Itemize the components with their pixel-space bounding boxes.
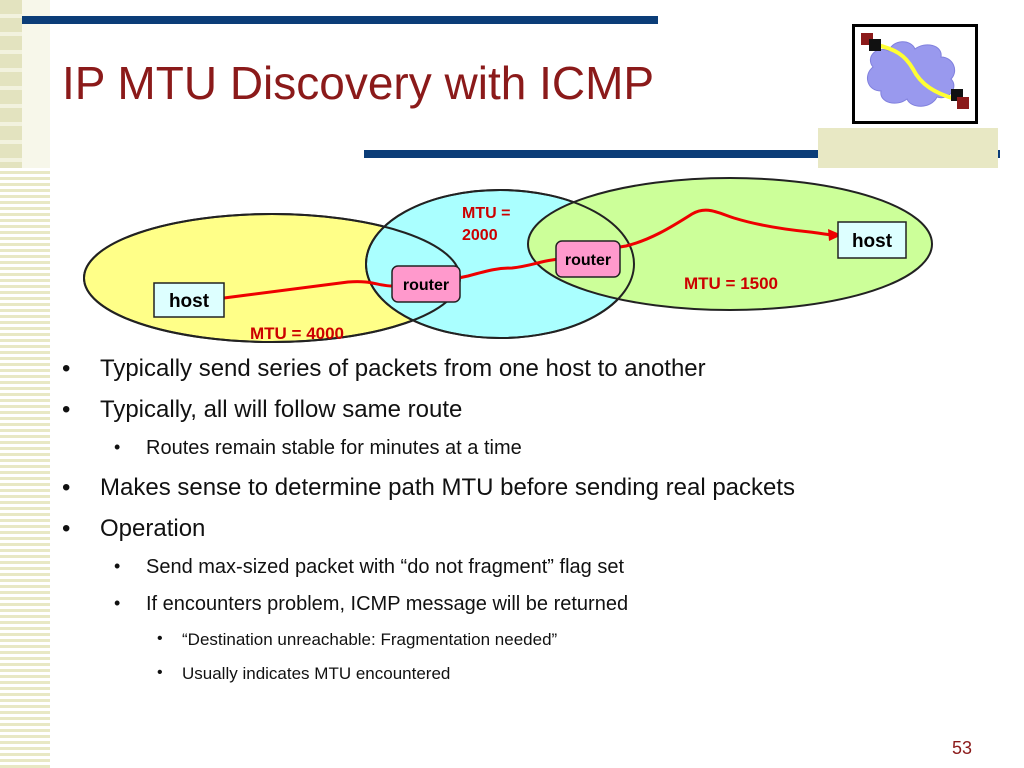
bullet-marker: • xyxy=(62,355,71,382)
mtu-left-label: MTU = 4000 xyxy=(250,324,344,343)
decorative-tan-block xyxy=(818,128,998,168)
sub-bullet-item: • If encounters problem, ICMP message wil… xyxy=(62,593,1012,616)
host-right-label: host xyxy=(852,231,893,252)
router-right-box xyxy=(555,240,621,278)
bullet-item: • Makes sense to determine path MTU befor… xyxy=(62,474,1012,502)
bullet-marker: • xyxy=(157,664,163,681)
bullet-marker: • xyxy=(114,593,121,613)
sub-sub-bullet-item: • “Destination unreachable: Fragmentation… xyxy=(62,630,1012,650)
top-rule xyxy=(22,16,658,24)
host-right-box xyxy=(837,221,907,259)
bullet-marker: • xyxy=(157,630,163,647)
router-left-label: router xyxy=(403,277,449,294)
router-right-label: router xyxy=(565,252,611,269)
bullet-item: • Typically, all will follow same route xyxy=(62,396,1012,424)
bullet-text: Send max-sized packet with “do not fragm… xyxy=(146,556,625,578)
title-underline-rule xyxy=(364,150,1000,158)
path-arrowhead xyxy=(828,229,842,241)
host-left-label: host xyxy=(169,291,210,312)
bullet-marker: • xyxy=(62,396,71,423)
slide-title: IP MTU Discovery with ICMP xyxy=(62,57,655,109)
bullet-text: Makes sense to determine path MTU before… xyxy=(100,474,796,501)
network-right xyxy=(527,177,933,311)
sub-sub-bullet-item: • Usually indicates MTU encountered xyxy=(62,664,1012,684)
network-diagram: host host router router MTU = 4000 MTU =… xyxy=(83,177,933,343)
bullet-text: Typically send series of packets from on… xyxy=(100,355,706,382)
bullet-list: • Typically send series of packets from o… xyxy=(62,355,1012,698)
page-number: 53 xyxy=(951,738,972,758)
bullet-text: Typically, all will follow same route xyxy=(100,396,463,423)
sub-bullet-item: • Routes remain stable for minutes at a t… xyxy=(62,437,1012,460)
bullet-marker: • xyxy=(114,437,121,457)
bullet-text: “Destination unreachable: Fragmentation … xyxy=(182,630,558,649)
bullet-marker: • xyxy=(62,474,71,501)
mtu-right-label: MTU = 1500 xyxy=(684,274,778,293)
router-left-box xyxy=(391,265,461,303)
bullet-text: Usually indicates MTU encountered xyxy=(182,664,451,683)
bullet-text: Operation xyxy=(100,515,206,542)
bullet-text: If encounters problem, ICMP message will… xyxy=(146,593,629,615)
bullet-text: Routes remain stable for minutes at a ti… xyxy=(146,437,522,459)
network-cloud-icon xyxy=(852,24,978,124)
packet-path xyxy=(223,208,833,300)
host-left-box xyxy=(153,282,225,318)
bullet-marker: • xyxy=(114,556,121,576)
decorative-stripe-highlight xyxy=(22,0,50,168)
mtu-middle-label-line1: MTU = xyxy=(462,205,510,222)
mtu-middle-label-line2: 2000 xyxy=(462,227,498,244)
bullet-item: • Typically send series of packets from o… xyxy=(62,355,1012,383)
bullet-marker: • xyxy=(62,515,71,542)
bullet-item: • Operation xyxy=(62,515,1012,543)
sub-bullet-item: • Send max-sized packet with “do not frag… xyxy=(62,556,1012,579)
